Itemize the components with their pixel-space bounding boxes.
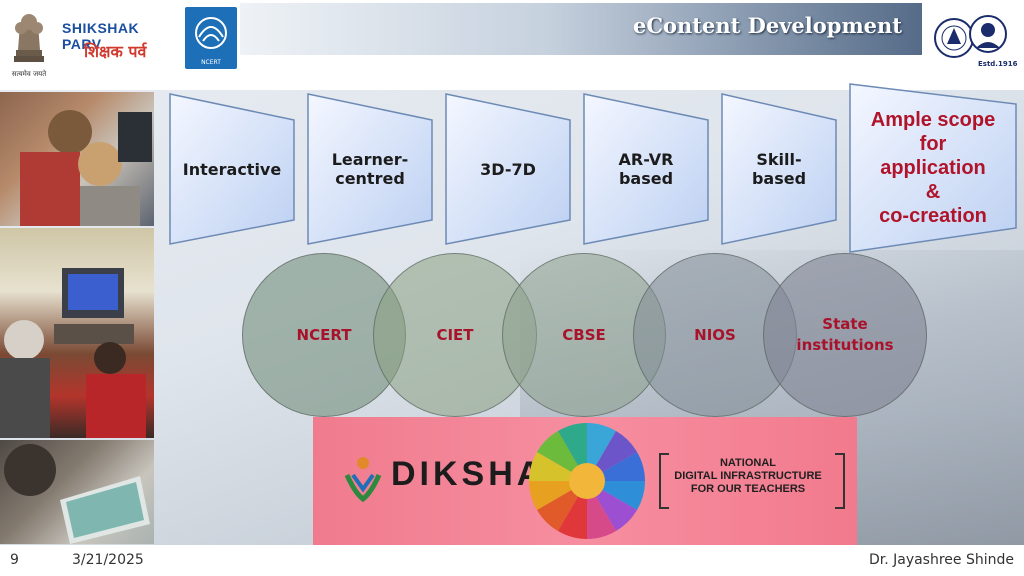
feature-label: Learner- centred [331,150,409,188]
diksha-banner: DIKSHA NATIONAL DIGITAL INFRASTRUCTURE F… [313,417,857,545]
feature-card-ample-scope: Ample scope for application & co-creatio… [848,82,1018,254]
bracket-right [835,453,845,509]
feature-label: 3D-7D [480,159,536,179]
slide-author: Dr. Jayashree Shinde [868,552,1014,568]
university-logo: Estd.1916 [932,8,1018,72]
children-laptop-photo [0,92,154,226]
children-computer-photo [0,228,154,438]
ncert-logo: NCERT [185,7,237,69]
diksha-tagline: NATIONAL DIGITAL INFRASTRUCTURE FOR OUR … [669,457,827,496]
footer: 9 3/21/2025 Dr. Jayashree Shinde [0,545,1024,576]
shikshak-parv-hindi: शिक्षक पर्व [84,42,147,61]
feature-card-3d-7d: 3D-7D [444,92,572,246]
feature-card-skill-based: Skill- based [720,92,838,246]
institution-label: NIOS [694,325,736,344]
feature-label-highlight: Ample scope for application & co-creatio… [870,109,996,227]
shikshak-parv-english: SHIKSHAK PARV [62,20,140,52]
slide-date: 3/21/2025 [72,552,144,568]
diksha-logo-icon [344,457,382,503]
feature-label: AR-VR based [618,150,674,188]
national-emblem-icon [6,4,52,84]
tablet-reader-photo [0,440,154,544]
ncert-caption: NCERT [201,59,221,66]
slide-title: eContent Development [632,13,902,38]
institution-label: NCERT [296,325,352,344]
bracket-left [659,453,669,509]
feature-label: Interactive [182,159,282,179]
diksha-wordmark: DIKSHA [391,455,546,493]
slide-number: 9 [10,552,19,568]
emblem-caption: सत्यमेव जयते [11,70,47,78]
header: सत्यमेव जयते SHIKSHAK PARV शिक्षक पर्व N… [0,0,1024,90]
title-bar: eContent Development [240,3,922,55]
institution-label: CBSE [562,325,606,344]
tagline-line: DIGITAL INFRASTRUCTURE [674,470,822,482]
feature-card-ar-vr: AR-VR based [582,92,710,246]
institution-label: State institutions [796,315,894,354]
tagline-line: FOR OUR TEACHERS [690,483,806,495]
feature-card-interactive: Interactive [168,92,296,246]
tagline-line: NATIONAL [719,457,776,469]
institution-circle-state: State institutions [763,253,927,417]
shikshak-parv-logo: SHIKSHAK PARV शिक्षक पर्व [58,18,182,70]
feature-card-learner-centred: Learner- centred [306,92,434,246]
institution-label: CIET [436,325,474,344]
ncert-emblem-icon [195,17,227,49]
subject-wheel-icon [529,423,645,539]
university-caption: Estd.1916 [978,60,1018,68]
feature-label: Skill- based [751,150,807,188]
university-seal-icon [934,15,1007,58]
